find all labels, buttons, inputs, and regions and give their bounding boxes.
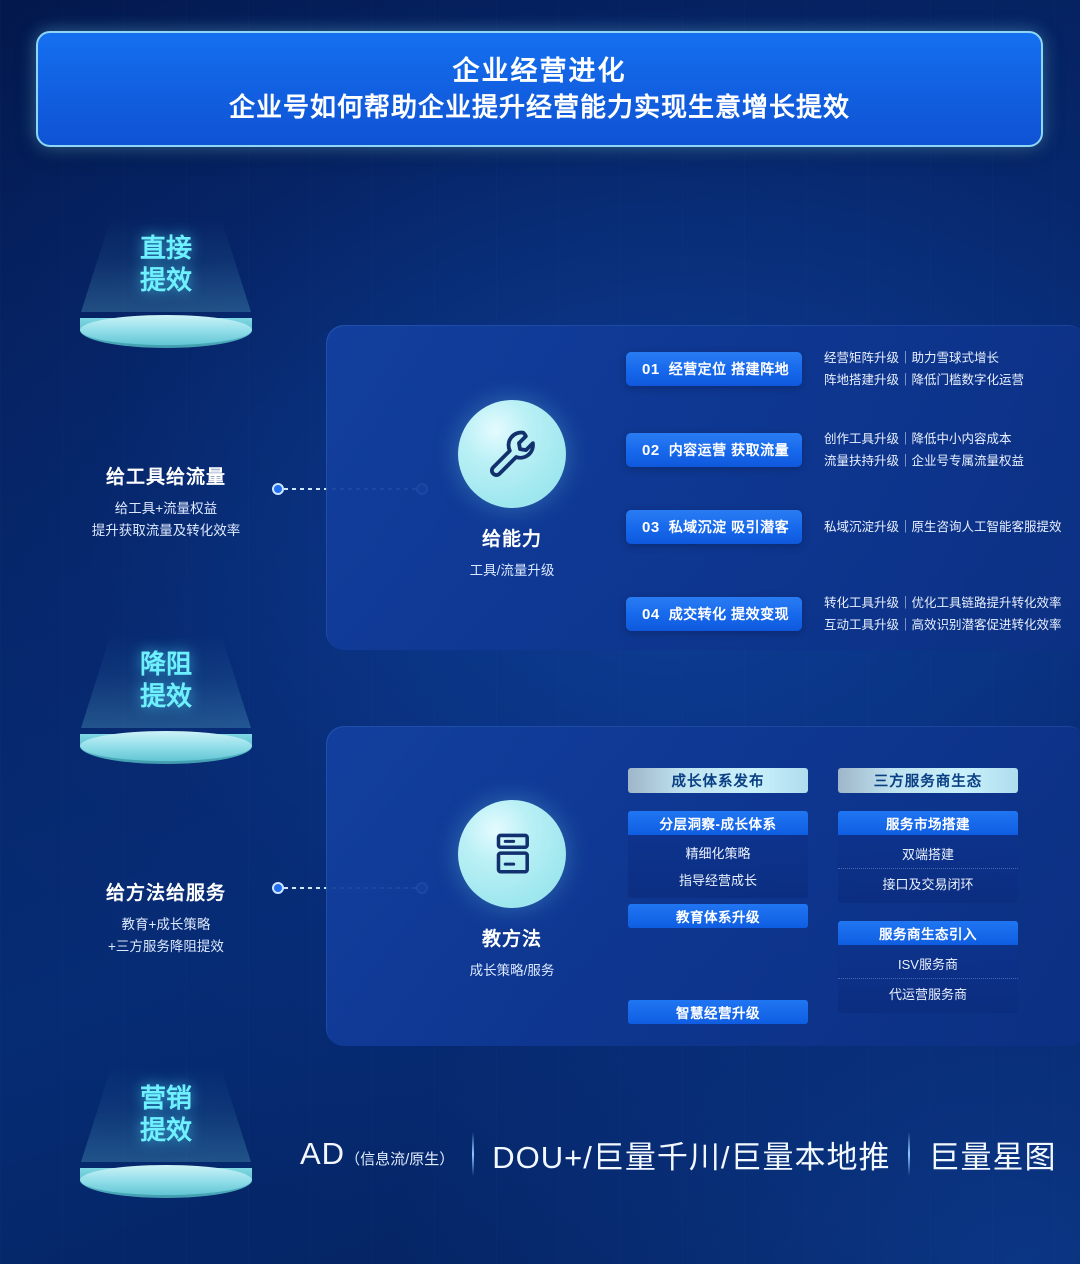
stage-caption-sub: 给工具+流量权益 提升获取流量及转化效率: [46, 498, 286, 543]
bottom-segment-xingtu[interactable]: 巨量星图: [928, 1132, 1056, 1177]
capability-item-04[interactable]: 04 成交转化 提效变现 转化工具升级｜优化工具链路提升转化效率 互动工具升级｜…: [626, 592, 1062, 637]
stage-disc: [80, 306, 252, 350]
method-right-block2-header[interactable]: 服务商生态引入: [838, 921, 1018, 945]
layers-icon: [458, 800, 566, 908]
stage-disc: [80, 722, 252, 766]
capability-item-box[interactable]: 01 经营定位 搭建阵地: [626, 352, 802, 387]
method-right-block1-header[interactable]: 服务市场搭建: [838, 811, 1018, 835]
capability-item-number: 03: [642, 518, 660, 536]
hub-capability: 给能力 工具/流量升级: [412, 400, 612, 579]
stage-beam-label-line2: 提效: [139, 1115, 192, 1145]
capability-item-desc: 经营矩阵升级｜助力雪球式增长 阵地搭建升级｜降低门槛数字化运营: [824, 347, 1024, 392]
bottom-separator-1: [472, 1132, 475, 1176]
disc-top: [80, 1165, 252, 1195]
stage-beam-label-line1: 降阻: [139, 648, 192, 679]
capability-item-desc: 创作工具升级｜降低中小内容成本 流量扶持升级｜企业号专属流量权益: [824, 428, 1024, 473]
bottom-bar: AD （信息流/原生） DOU+/巨量千川/巨量本地推 巨量星图: [300, 1126, 1060, 1182]
method-left-header[interactable]: 成长体系发布: [628, 768, 808, 793]
disc-top: [80, 315, 252, 345]
stage-beam: 降阻 提效: [81, 632, 251, 728]
wrench-icon: [458, 400, 566, 508]
stage-beam-label-line1: 营销: [139, 1082, 192, 1113]
bottom-segment-dou[interactable]: DOU+/巨量千川/巨量本地推: [492, 1132, 890, 1177]
method-right-block1-item1: 双端搭建: [901, 847, 954, 862]
stage-marketing: 营销 提效: [46, 1066, 286, 1200]
method-right-block2-item2: 代运营服务商: [838, 978, 1018, 1008]
bottom-separator-2: [908, 1132, 911, 1176]
title-box: 企业经营进化 企业号如何帮助企业提升经营能力实现生意增长提效: [36, 31, 1043, 147]
method-left-block1-header[interactable]: 分层洞察-成长体系: [628, 811, 808, 835]
bottom-xingtu-label: 巨量星图: [928, 1139, 1057, 1175]
stage-beam: 营销 提效: [81, 1066, 251, 1162]
method-right-block1-item2: 接口及交易闭环: [838, 868, 1018, 898]
stage-caption-title: 给方法给服务: [105, 883, 226, 904]
capability-item-02[interactable]: 02 内容运营 获取流量 创作工具升级｜降低中小内容成本 流量扶持升级｜企业号专…: [626, 428, 1024, 473]
capability-item-desc-line1: 创作工具升级｜降低中小内容成本: [824, 432, 1012, 446]
capability-item-label: 经营定位 搭建阵地: [668, 361, 790, 378]
capability-item-desc-line1: 经营矩阵升级｜助力雪球式增长: [824, 351, 1000, 365]
method-left-block1-line1: 精细化策略: [685, 846, 751, 861]
stage-caption-sub: 教育+成长策略 +三方服务降阻提效: [46, 914, 286, 959]
stage-caption-sub-line2: 提升获取流量及转化效率: [91, 523, 241, 539]
hub-subtitle: 工具/流量升级: [469, 563, 555, 578]
stage-caption-sub-line1: 教育+成长策略: [121, 917, 211, 932]
hub-method: 教方法 成长策略/服务: [412, 800, 612, 979]
page-title: 企业经营进化 企业号如何帮助企业提升经营能力实现生意增长提效: [36, 31, 1043, 147]
stage-caption-title: 给工具给流量: [105, 467, 226, 488]
stage-disc: [80, 1156, 252, 1200]
hub-subtitle: 成长策略/服务: [469, 963, 555, 978]
method-right-header[interactable]: 三方服务商生态: [838, 768, 1018, 793]
bottom-dou-label: DOU+/巨量千川/巨量本地推: [492, 1139, 891, 1175]
disc-top: [80, 731, 252, 761]
capability-item-01[interactable]: 01 经营定位 搭建阵地 经营矩阵升级｜助力雪球式增长 阵地搭建升级｜降低门槛数…: [626, 347, 1024, 392]
capability-item-desc-line1: 转化工具升级｜优化工具链路提升转化效率: [824, 596, 1062, 610]
capability-item-box[interactable]: 04 成交转化 提效变现: [626, 597, 802, 632]
capability-item-03[interactable]: 03 私域沉淀 吸引潜客 私域沉淀升级｜原生咨询人工智能客服提效: [626, 510, 1062, 544]
hub-title: 给能力: [481, 529, 542, 550]
stage-beam-label-line1: 直接: [139, 232, 192, 263]
stage-direct: 直接 提效 给工具给流量 给工具+流量权益 提升获取流量及转化效率: [46, 216, 286, 543]
capability-item-desc-line2: 互动工具升级｜高效识别潜客促进转化效率: [824, 618, 1062, 633]
method-right-block1-body: 双端搭建 接口及交易闭环: [838, 835, 1018, 903]
capability-item-desc: 转化工具升级｜优化工具链路提升转化效率 互动工具升级｜高效识别潜客促进转化效率: [824, 592, 1062, 637]
method-right-block2-item1: ISV服务商: [898, 957, 958, 972]
method-left-column: 成长体系发布 分层洞察-成长体系 精细化策略 指导经营成长 教育体系升级 智慧经…: [628, 768, 808, 1024]
stage-caption-sub-line1: 给工具+流量权益: [114, 501, 218, 516]
capability-item-number: 02: [642, 441, 660, 459]
capability-item-number: 04: [642, 605, 660, 623]
stage-friction: 降阻 提效 给方法给服务 教育+成长策略 +三方服务降阻提效: [46, 632, 286, 959]
hub-title: 教方法: [481, 929, 542, 950]
capability-item-label: 内容运营 获取流量: [668, 442, 790, 459]
method-left-block1-body: 精细化策略 指导经营成长: [628, 835, 808, 898]
capability-item-desc: 私域沉淀升级｜原生咨询人工智能客服提效: [824, 516, 1062, 538]
method-left-block2-header[interactable]: 教育体系升级: [628, 904, 808, 928]
capability-item-label: 私域沉淀 吸引潜客: [668, 519, 790, 535]
connector-dot-start: [272, 483, 284, 495]
stage-beam-label-line2: 提效: [139, 681, 192, 711]
stage-beam-label-line2: 提效: [139, 265, 192, 295]
title-line-1: 企业经营进化: [452, 55, 627, 86]
capability-item-box[interactable]: 02 内容运营 获取流量: [626, 433, 802, 468]
bottom-ad-sub: （信息流/原生）: [345, 1151, 455, 1168]
bottom-segment-ad[interactable]: AD （信息流/原生）: [300, 1136, 454, 1172]
method-right-column: 三方服务商生态 服务市场搭建 双端搭建 接口及交易闭环 服务商生态引入 ISV服…: [838, 768, 1018, 1013]
capability-item-desc-line2: 阵地搭建升级｜降低门槛数字化运营: [824, 373, 1025, 388]
method-right-block2-body: ISV服务商 代运营服务商: [838, 945, 1018, 1013]
bottom-ad-label: AD: [300, 1136, 346, 1171]
capability-item-desc-line2: 流量扶持升级｜企业号专属流量权益: [824, 454, 1025, 469]
method-left-block3-header[interactable]: 智慧经营升级: [628, 1000, 808, 1024]
capability-item-label: 成交转化 提效变现: [668, 606, 790, 623]
title-line-2: 企业号如何帮助企业提升经营能力实现生意增长提效: [228, 92, 850, 123]
stage-caption-sub-line2: +三方服务降阻提效: [108, 939, 224, 955]
capability-item-desc-line1: 私域沉淀升级｜原生咨询人工智能客服提效: [824, 519, 1062, 534]
connector-dot-start: [272, 882, 284, 894]
stage-beam: 直接 提效: [81, 216, 251, 312]
method-left-block1-line2: 指导经营成长: [678, 873, 757, 888]
capability-item-box[interactable]: 03 私域沉淀 吸引潜客: [626, 510, 802, 544]
capability-item-number: 01: [642, 360, 660, 378]
